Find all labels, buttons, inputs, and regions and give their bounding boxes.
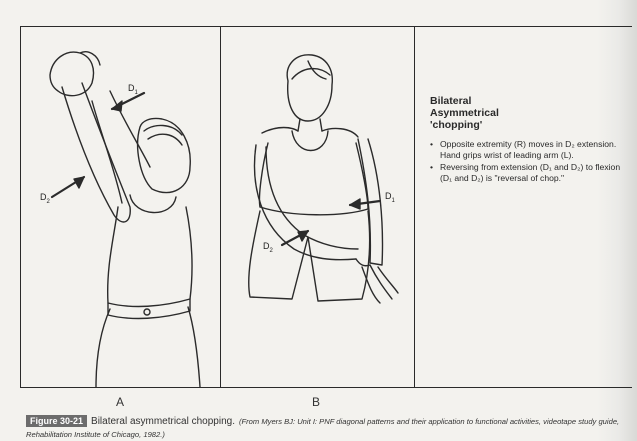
panel-a-illustration bbox=[22, 27, 219, 387]
side-caption-bullets: Opposite extremity (R) moves in D₂ exten… bbox=[430, 139, 637, 184]
panel-a-d2-label: D2 bbox=[40, 192, 50, 205]
figure-title: Bilateral asymmetrical chopping. bbox=[91, 416, 235, 427]
panel-a-d1-label: D1 bbox=[128, 83, 138, 96]
side-caption-title-line: Bilateral bbox=[430, 95, 637, 107]
panel-b-letter: B bbox=[312, 395, 320, 409]
panel-b-illustration bbox=[222, 27, 413, 387]
side-caption: Bilateral Asymmetrical 'chopping' Opposi… bbox=[430, 95, 637, 185]
hair-detail bbox=[144, 125, 182, 145]
panel-b-d2-label: D2 bbox=[263, 241, 273, 254]
panel-b-d1-label: D1 bbox=[385, 191, 395, 204]
clasped-hands bbox=[50, 52, 100, 96]
arrow-d1-head-b bbox=[350, 199, 360, 209]
arrow-d1-head-a bbox=[112, 101, 122, 111]
hair-detail-b bbox=[292, 61, 330, 79]
belt-button bbox=[144, 309, 150, 315]
shoulders-b bbox=[262, 128, 358, 138]
panel-a-letter: A bbox=[116, 395, 124, 409]
panel-divider-bc bbox=[414, 26, 415, 388]
woman-belt bbox=[108, 299, 190, 318]
belt-b bbox=[260, 207, 368, 215]
side-caption-title-line: 'chopping' bbox=[430, 119, 637, 131]
tank-top-b bbox=[259, 131, 368, 209]
side-caption-bullet: Opposite extremity (R) moves in D₂ exten… bbox=[430, 139, 637, 161]
figure-caption: Figure 30-21 Bilateral asymmetrical chopp… bbox=[26, 415, 631, 441]
arrow-d2-head-a bbox=[74, 177, 84, 188]
side-caption-title-line: Asymmetrical bbox=[430, 107, 637, 119]
side-caption-bullet: Reversing from extension (D₁ and D₂) to … bbox=[430, 162, 637, 184]
tank-top-neckline bbox=[130, 195, 176, 213]
figure-number-label: Figure 30-21 bbox=[26, 415, 87, 427]
